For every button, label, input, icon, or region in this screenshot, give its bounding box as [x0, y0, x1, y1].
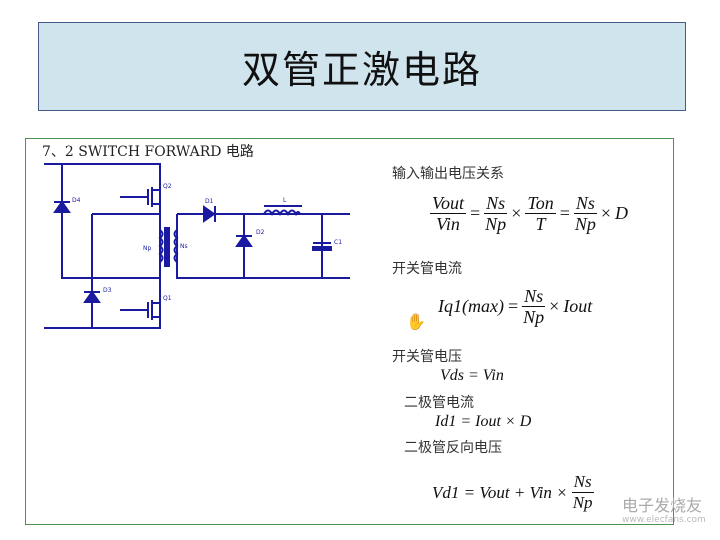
label-d2: D2	[256, 229, 265, 236]
eq-np: Np	[485, 214, 507, 234]
eq-iq1: Iq1(max)	[438, 296, 504, 316]
inductor-l	[263, 205, 302, 217]
eq-vin: Vin	[436, 214, 460, 234]
label-l: L	[283, 197, 287, 204]
eq-ns: Ns	[573, 193, 597, 214]
eq-sign: =	[559, 203, 570, 223]
eq-sign: =	[507, 296, 519, 316]
eq-np: Np	[574, 214, 596, 234]
mosfet-q2	[147, 187, 160, 207]
label-d4: D4	[72, 197, 81, 204]
label-q2: Q2	[163, 183, 172, 190]
eq-vout: Vout	[430, 193, 467, 214]
eq-ns: Ns	[484, 193, 508, 214]
label-d1: D1	[205, 198, 214, 205]
eq-iout: Iout	[563, 296, 593, 316]
diode-d1	[203, 205, 216, 223]
eq-t: T	[535, 214, 546, 234]
label-diode-reverse-voltage: 二极管反向电压	[404, 440, 502, 456]
eq-ton: Ton	[525, 193, 556, 214]
eq-sign: =	[470, 203, 481, 223]
eq-d: D	[615, 203, 629, 223]
slide-title-box: 双管正激电路	[38, 22, 686, 111]
eq-ns: Ns	[522, 286, 546, 307]
watermark-logo: 电子发烧友	[622, 496, 703, 515]
eq-ns: Ns	[571, 472, 594, 493]
label-np: Np	[143, 245, 151, 252]
capacitor-c1	[312, 242, 332, 251]
eq-np: Np	[523, 307, 545, 327]
label-c1: C1	[334, 239, 342, 246]
label-io-relation: 输入输出电压关系	[392, 166, 504, 182]
label-switch-current: 开关管电流	[392, 261, 462, 277]
eq-times: ×	[600, 203, 612, 223]
content-box	[25, 138, 674, 525]
equation-id1: Id1 = Iout × D	[435, 413, 532, 430]
diode-d3	[83, 290, 101, 303]
watermark-url: www.elecfans.com	[622, 515, 706, 525]
label-switch-voltage: 开关管电压	[392, 349, 462, 365]
mosfet-q1	[147, 300, 160, 320]
transformer	[158, 227, 179, 267]
eq-vd1: Vd1 = Vout + Vin ×	[432, 482, 568, 502]
label-diode-current: 二极管电流	[404, 395, 474, 411]
eq-np: Np	[572, 493, 593, 512]
wires	[44, 163, 350, 329]
hand-cursor-icon: ✋	[406, 312, 426, 331]
slide-title: 双管正激电路	[241, 48, 482, 92]
label-d3: D3	[103, 287, 112, 294]
equation-vds: Vds = Vin	[440, 367, 504, 384]
label-q1: Q1	[163, 295, 172, 302]
label-ns: Ns	[180, 243, 188, 250]
circuit-heading: 7、2 SWITCH FORWARD 电路	[42, 144, 254, 160]
diode-d4	[53, 200, 71, 213]
diode-d2	[235, 234, 253, 247]
eq-times: ×	[549, 296, 560, 316]
eq-times: ×	[511, 203, 522, 223]
